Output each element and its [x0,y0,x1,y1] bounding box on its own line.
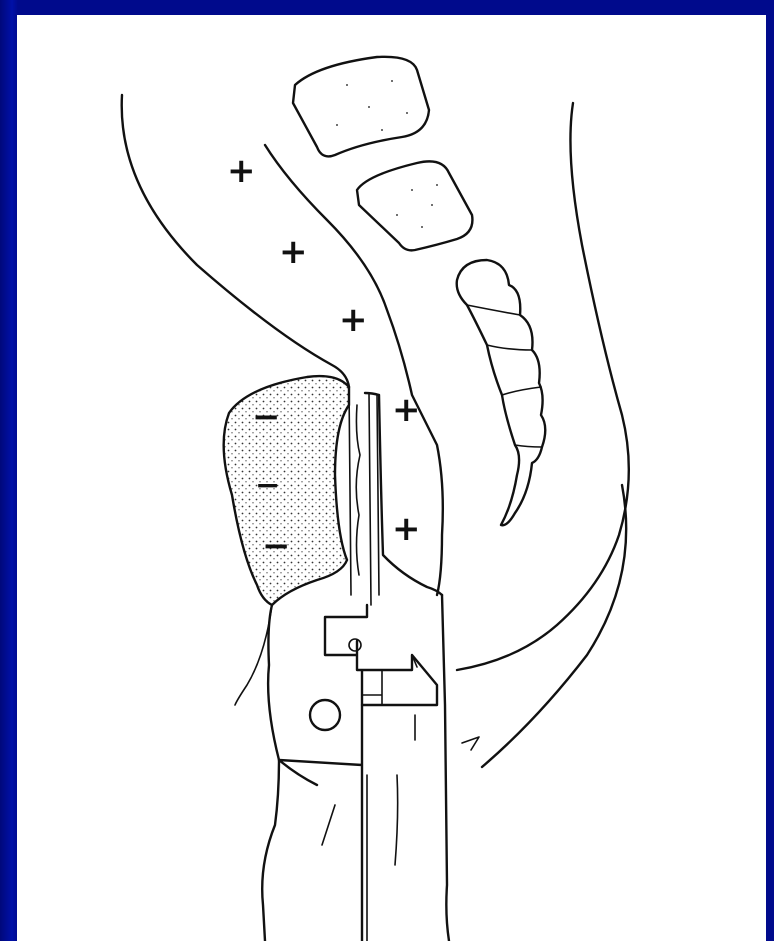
positive-sign-1: + [227,151,256,191]
anatomy-diagram: + + + + + − − − [17,15,766,941]
negative-sign-3: − [262,526,291,566]
positive-sign-4: + [392,390,421,430]
probe-channel [349,387,379,605]
probe-knob [310,700,340,730]
vertebra-middle [357,161,472,250]
probe-head-steps [362,655,417,705]
positive-sign-2: + [279,232,308,272]
bladder-region [224,376,349,605]
arrowhead [462,737,479,750]
diagram-panel: + + + + + − − − [17,15,766,941]
positive-sign-3: + [339,300,368,340]
probe-body-right [442,595,449,941]
probe-handle [279,705,362,941]
vertebra-texture [336,80,438,228]
back-contour [457,103,629,670]
probe-body [262,605,279,941]
negative-sign-1: − [252,397,281,437]
anterior-wall [122,95,349,387]
probe-pin [349,639,361,651]
probe-head-block [325,605,437,705]
vertebra-upper [293,57,429,157]
labia-fold [235,605,272,705]
sacrum-coccyx [457,260,546,525]
negative-sign-2: − [255,468,280,503]
positive-sign-5: + [392,509,421,549]
probe-handle-lines [322,715,415,941]
